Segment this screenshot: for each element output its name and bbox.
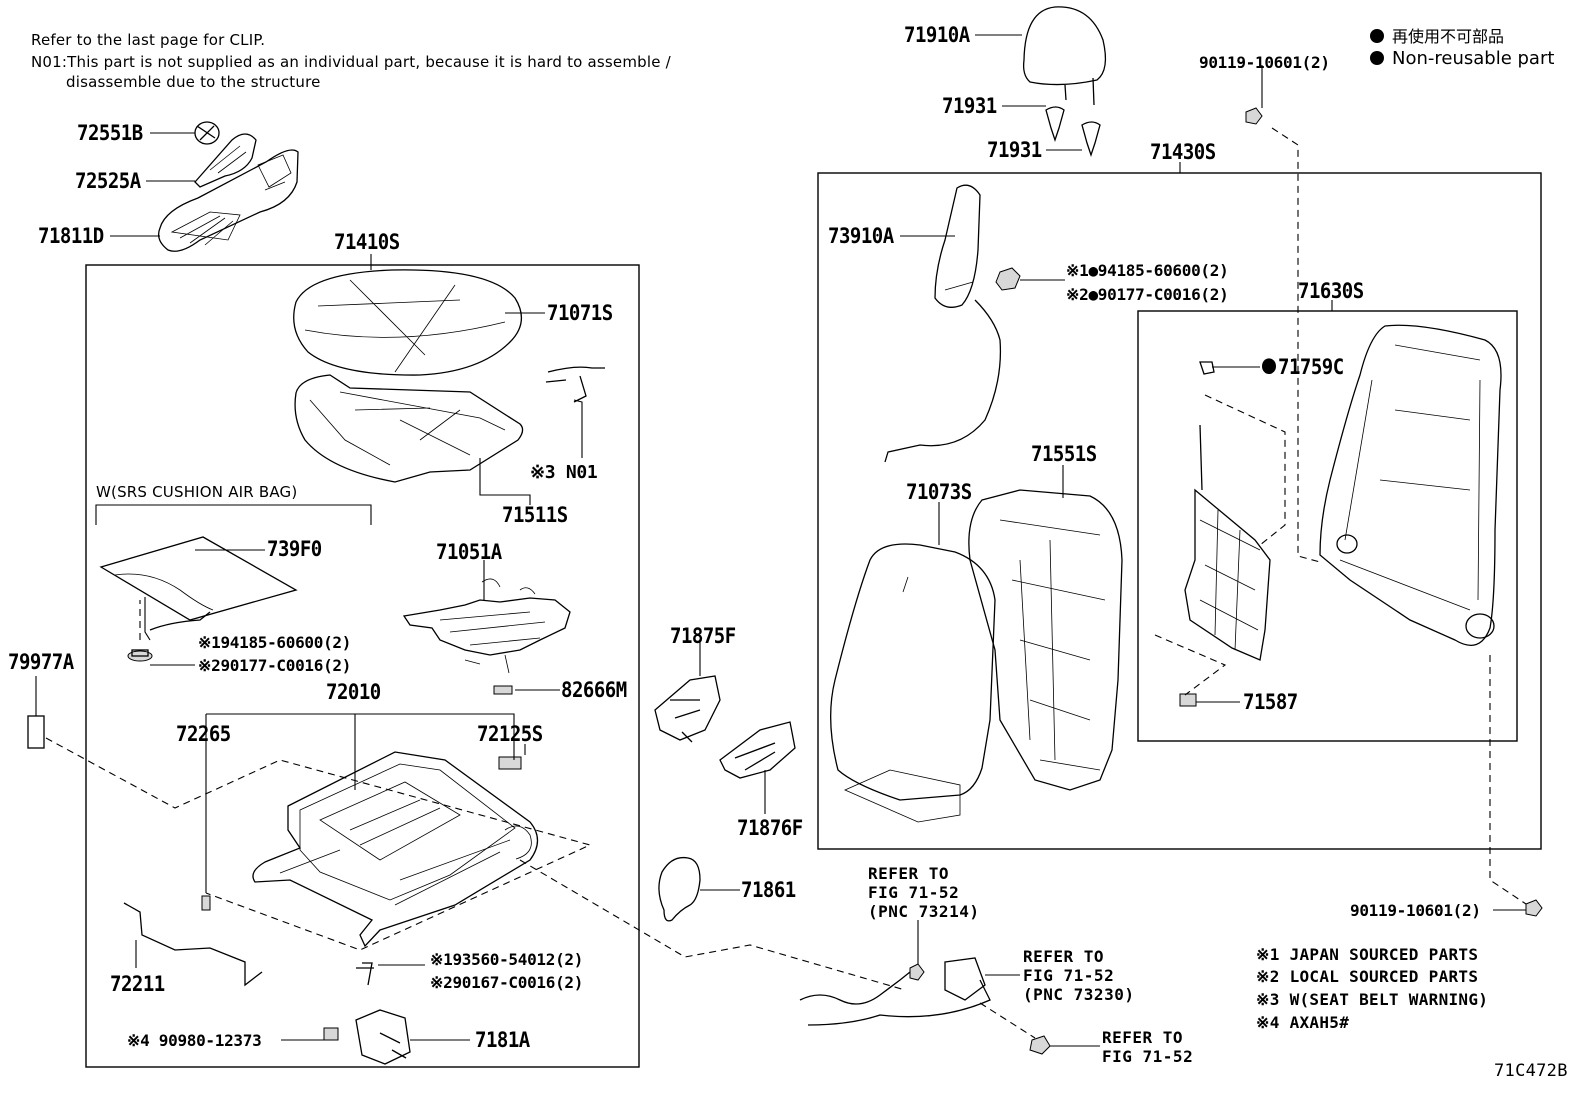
hinge-covers-drawing: [654, 675, 796, 922]
non-reusable-dot-icon: [1370, 29, 1384, 43]
part-739F0[interactable]: 739F0: [267, 537, 322, 562]
seat-harness-drawing: [402, 578, 571, 695]
dashed-assembly-lines: [45, 127, 1527, 1039]
seat-track-drawing: [123, 751, 539, 1065]
figure-code: 71C472B: [1494, 1061, 1568, 1081]
part-73910A[interactable]: 73910A: [828, 224, 894, 249]
part-71410S[interactable]: 71410S: [334, 230, 400, 255]
seatback-frame-drawing: [1179, 324, 1502, 707]
part-71587[interactable]: 71587: [1243, 690, 1298, 715]
note-clip: Refer to the last page for CLIP.: [31, 31, 266, 49]
legend-jp: 再使用不可部品: [1370, 23, 1504, 47]
part-71910A[interactable]: 71910A: [904, 23, 970, 48]
refer-to-fig-71-52[interactable]: REFER TO FIG 71-52: [1102, 1028, 1194, 1066]
legend-en: Non-reusable part: [1370, 48, 1554, 69]
part-71861[interactable]: 71861: [741, 878, 796, 903]
non-reusable-dot-icon: [1370, 51, 1384, 65]
part-71551S[interactable]: 71551S: [1031, 442, 1097, 467]
footnote-4: ※4 AXAH5#: [1256, 1013, 1350, 1032]
cushion-drawing: [293, 269, 605, 483]
airbag-sensor-drawing: [99, 536, 298, 662]
leader-lines: [35, 34, 1526, 1047]
part-72125S[interactable]: 72125S: [477, 722, 543, 747]
footnote-1: ※1 JAPAN SOURCED PARTS: [1256, 945, 1479, 964]
part-72265[interactable]: 72265: [176, 722, 231, 747]
callout-clip-4[interactable]: ※4 90980-12373: [127, 1031, 262, 1050]
part-71931-lower[interactable]: 71931: [987, 138, 1042, 163]
refer-to-fig-73230[interactable]: REFER TO FIG 71-52 (PNC 73230): [1023, 947, 1135, 1004]
note-n01-cont: disassemble due to the structure: [66, 73, 321, 91]
callout-back-nut-2[interactable]: ※2●90177-C0016(2): [1066, 285, 1229, 304]
part-71931-upper[interactable]: 71931: [942, 94, 997, 119]
part-71811D[interactable]: 71811D: [38, 224, 104, 249]
part-72551B[interactable]: 72551B: [77, 121, 143, 146]
part-71071S[interactable]: 71071S: [547, 301, 613, 326]
side-cover-drawing: [157, 121, 299, 252]
part-7181A[interactable]: 7181A: [475, 1028, 530, 1053]
side-airbag-drawing: [884, 184, 1021, 463]
footnote-2: ※2 LOCAL SOURCED PARTS: [1256, 967, 1479, 986]
seat-belt-harness-drawing: [799, 107, 1543, 1055]
part-90119-bottom[interactable]: 90119-10601(2): [1350, 901, 1481, 920]
note-n01: N01:This part is not supplied as an indi…: [31, 53, 671, 71]
part-72525A[interactable]: 72525A: [75, 169, 141, 194]
headrest-drawing: [1022, 6, 1107, 158]
seat-back-frame-box: [1137, 310, 1518, 742]
airbag-bracket: [95, 504, 372, 525]
part-71430S[interactable]: 71430S: [1150, 140, 1216, 165]
non-reusable-dot-icon: [1262, 358, 1276, 375]
callout-bolt-1[interactable]: ※193560-54012(2): [430, 950, 584, 969]
callout-n01[interactable]: ※3 N01: [530, 462, 598, 483]
part-71875F[interactable]: 71875F: [670, 624, 736, 649]
part-71759C[interactable]: 71759C: [1262, 355, 1344, 380]
part-71511S[interactable]: 71511S: [502, 503, 568, 528]
part-71876F[interactable]: 71876F: [737, 816, 803, 841]
callout-airbag-nut-1[interactable]: ※194185-60600(2): [198, 633, 352, 652]
refer-to-fig-73214[interactable]: REFER TO FIG 71-52 (PNC 73214): [868, 864, 980, 921]
callout-airbag-nut-2[interactable]: ※290177-C0016(2): [198, 656, 352, 675]
part-82666M[interactable]: 82666M: [561, 678, 627, 703]
callout-bolt-2[interactable]: ※290167-C0016(2): [430, 973, 584, 992]
part-72010[interactable]: 72010: [326, 680, 381, 705]
part-71051A[interactable]: 71051A: [436, 540, 502, 565]
seatback-cover-drawing: [830, 489, 1123, 823]
part-79977A[interactable]: 79977A: [8, 650, 74, 675]
group-label-cushion-airbag: W(SRS CUSHION AIR BAG): [96, 483, 298, 501]
seat-cushion-box: [85, 264, 640, 1068]
part-71630S[interactable]: 71630S: [1298, 279, 1364, 304]
part-71073S[interactable]: 71073S: [906, 480, 972, 505]
part-90119-top[interactable]: 90119-10601(2): [1199, 53, 1330, 72]
callout-back-nut-1[interactable]: ※1●94185-60600(2): [1066, 261, 1229, 280]
footnote-3: ※3 W(SEAT BELT WARNING): [1256, 990, 1489, 1009]
bracket-79977A-drawing: [27, 715, 45, 749]
part-72211[interactable]: 72211: [110, 972, 165, 997]
